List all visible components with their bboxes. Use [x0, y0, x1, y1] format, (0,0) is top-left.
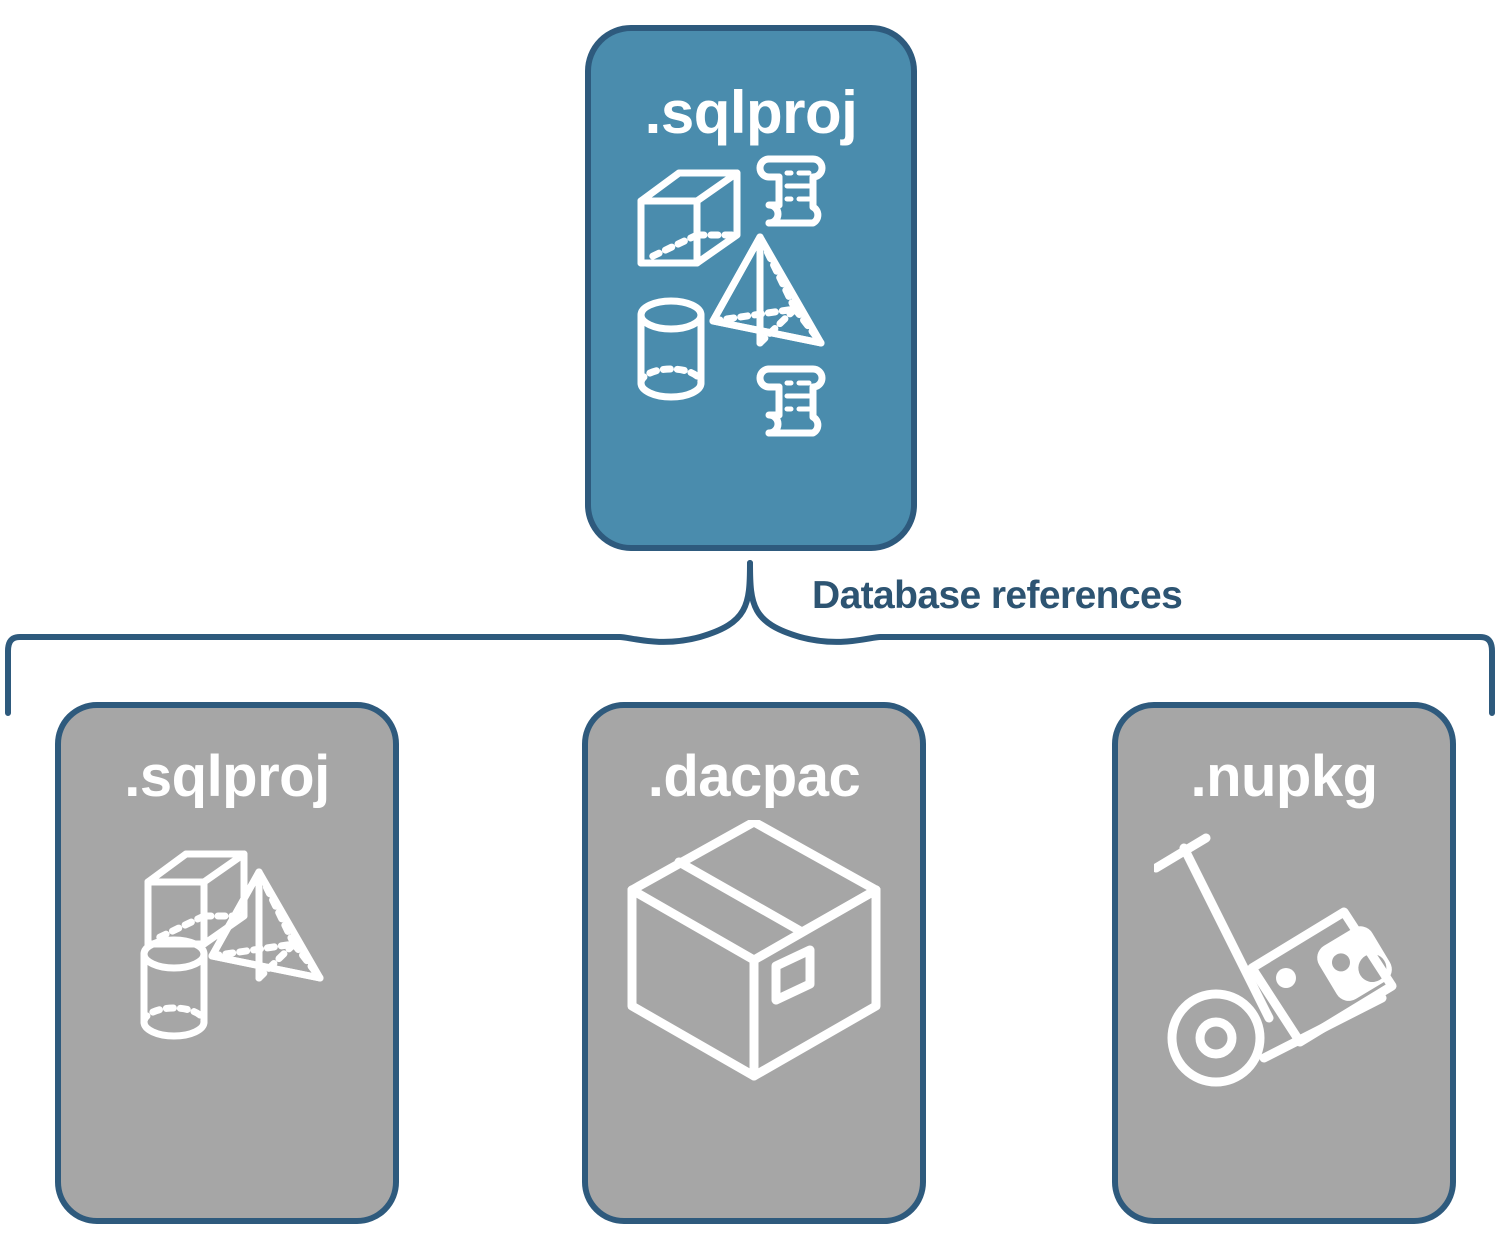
reference-node-label: .sqlproj: [124, 744, 330, 809]
nupkg-icon-group: [1154, 833, 1397, 1087]
reference-node-label: .dacpac: [647, 744, 861, 809]
cardboard-box-icon: [627, 820, 881, 1081]
sqlproj-icon-group: [140, 850, 324, 1040]
reference-node-artwork: [61, 820, 393, 1218]
dacpac-icon-group: [627, 820, 881, 1081]
pyramid-wireframe-icon: [208, 868, 324, 982]
connector-label: Database references: [812, 574, 1183, 617]
root-node-label: .sqlproj: [644, 79, 858, 146]
nuget-logo-icon: [1276, 926, 1392, 1001]
cube-wireframe-icon: [637, 169, 741, 267]
reference-node-artwork: [1118, 820, 1450, 1218]
root-node-sqlproj[interactable]: .sqlproj: [585, 25, 917, 551]
reference-node-label: .nupkg: [1190, 744, 1378, 809]
pyramid-wireframe-icon: [709, 233, 825, 347]
reference-node-artwork: [588, 820, 920, 1218]
cylinder-wireframe-icon: [637, 297, 705, 401]
cylinder-wireframe-icon: [140, 936, 208, 1040]
root-icon-group: [637, 155, 826, 437]
script-scroll-icon: [756, 365, 826, 437]
reference-node-nupkg[interactable]: .nupkg: [1112, 702, 1456, 1224]
reference-node-sqlproj[interactable]: .sqlproj: [55, 702, 399, 1224]
reference-node-dacpac[interactable]: .dacpac: [582, 702, 926, 1224]
root-node-artwork: [591, 149, 911, 545]
curly-brace-icon: [5, 560, 1495, 716]
connector-brace-layer: [0, 545, 1500, 725]
hand-truck-icon: [1154, 833, 1387, 1087]
script-scroll-icon: [756, 155, 826, 227]
nuget-package-icon: [1247, 907, 1397, 1047]
